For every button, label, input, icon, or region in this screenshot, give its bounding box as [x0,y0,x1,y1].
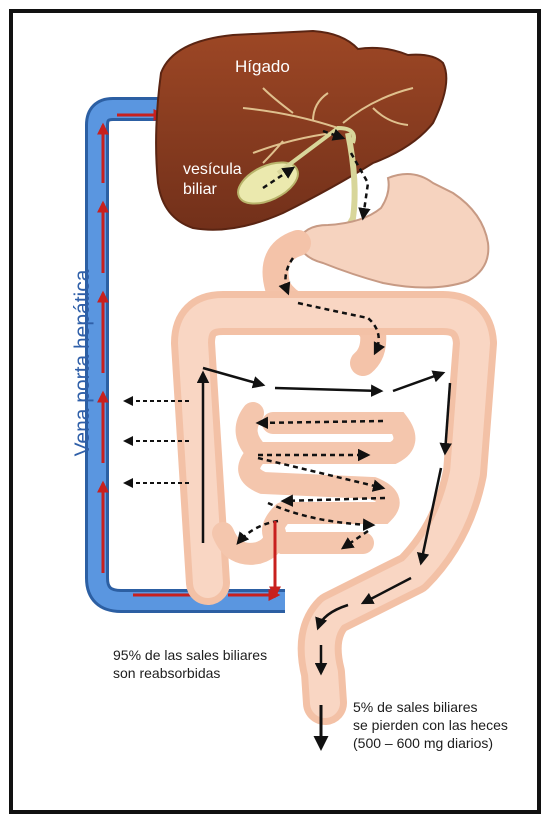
gallbladder-label-line1: vesícula [183,160,242,180]
lost-label-line1: 5% de sales biliares [353,698,508,716]
lost-label: 5% de sales biliares se pierden con las … [353,698,508,752]
diagram-frame: Hígado vesícula biliar Vena porta hepáti… [9,9,541,814]
reabsorbed-label: 95% de las sales biliares son reabsorbid… [113,646,267,682]
gallbladder-label-line2: biliar [183,180,242,200]
lost-label-line2: se pierden con las heces [353,716,508,734]
reabsorbed-label-line2: son reabsorbidas [113,664,267,682]
liver-label: Hígado [235,57,290,77]
reabsorbed-label-line1: 95% de las sales biliares [113,646,267,664]
gallbladder-label: vesícula biliar [183,160,242,200]
portal-vein-label: Vena porta hepática [71,270,95,457]
lost-label-line3: (500 – 600 mg diarios) [353,734,508,752]
